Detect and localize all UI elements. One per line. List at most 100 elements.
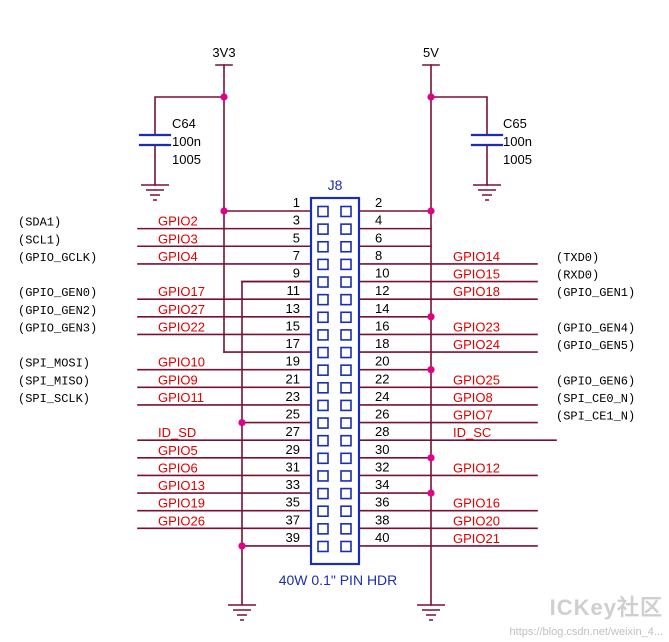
junction-ground-right (427, 366, 435, 374)
pin-number-left: 35 (286, 495, 300, 510)
ground-right-icon (417, 604, 445, 621)
pin-number-right: 38 (375, 512, 389, 527)
junction-ground-left (238, 542, 246, 550)
header-pin-pad (340, 452, 352, 465)
cap-c64-wire-top (154, 96, 224, 135)
junction-3v3-cap (220, 93, 228, 101)
pin-number-right: 6 (375, 230, 382, 245)
pin-number-left: 25 (286, 407, 300, 422)
pin-number-left: 21 (286, 371, 300, 386)
pin-number-right: 20 (375, 354, 389, 369)
junction-3v3-pin1 (220, 207, 228, 215)
pin-number-left: 5 (293, 230, 300, 245)
header-pin-pad (317, 205, 329, 218)
header-pin-pad (340, 417, 352, 429)
header-pin-pad (317, 540, 329, 553)
cap-c64-value: 100n (172, 134, 201, 149)
net-label-left: GPIO27 (158, 302, 205, 317)
net-label-left: GPIO4 (158, 249, 198, 264)
pin-number-left: 13 (286, 301, 300, 316)
alt-function-right: (SPI_CE0_N) (556, 392, 635, 406)
net-label-right: GPIO12 (453, 460, 500, 475)
alt-function-left: (GPIO_GEN3) (18, 321, 97, 335)
net-label-left: GPIO13 (158, 478, 205, 493)
cap-c64-package: 1005 (172, 152, 201, 167)
pin-number-right: 12 (375, 283, 389, 298)
header-pin-pad (317, 487, 329, 500)
net-label-left: GPIO19 (158, 496, 205, 511)
rail-5v-label: 5V (423, 45, 439, 60)
net-label-right: GPIO8 (453, 390, 493, 405)
header-pin-pad (317, 523, 329, 535)
pin-number-left: 7 (293, 248, 300, 263)
header-pin-pad (340, 205, 352, 218)
cap-c64-ref: C64 (172, 116, 196, 131)
header-pin-pad (340, 399, 352, 412)
net-label-right: GPIO23 (453, 319, 500, 334)
pin-number-left: 33 (286, 477, 300, 492)
pin-number-right: 14 (375, 301, 389, 316)
pin-number-right: 34 (375, 477, 389, 492)
components-layer (138, 93, 504, 621)
header-pin-pad (317, 417, 329, 429)
header-pin-pad (340, 540, 352, 553)
header-pin-pad (340, 505, 352, 518)
alt-function-left: (GPIO_GCLK) (18, 251, 97, 265)
cap-c65-wire-top (431, 96, 488, 135)
header-pin-pad (317, 276, 329, 288)
pin-number-right: 22 (375, 371, 389, 386)
alt-function-right: (GPIO_GEN6) (556, 374, 635, 388)
pin-number-right: 40 (375, 530, 389, 545)
pin-number-left: 9 (293, 266, 300, 281)
junction-ground-right (427, 454, 435, 462)
pin-number-right: 10 (375, 266, 389, 281)
pin-number-left: 29 (286, 442, 300, 457)
pin-number-left: 11 (287, 283, 301, 298)
header-pin-pad (340, 276, 352, 288)
pin-number-right: 26 (375, 407, 389, 422)
rail-3v3-label: 3V3 (212, 45, 235, 60)
net-label-right: GPIO14 (453, 249, 500, 264)
net-label-right: GPIO21 (453, 531, 500, 546)
pin-number-left: 15 (286, 318, 300, 333)
header-pin-pad (317, 399, 329, 412)
header-pin-pad (340, 523, 352, 535)
junction-ground-left (238, 418, 246, 427)
header-pin-pad (340, 311, 352, 324)
header-pin-pad (317, 505, 329, 518)
cap-c65-package: 1005 (503, 152, 532, 167)
junction-5v-cap (427, 93, 435, 101)
net-label-right: GPIO16 (453, 496, 500, 511)
header-pin-pad (317, 346, 329, 359)
net-label-left: GPIO5 (158, 443, 198, 458)
pin-number-left: 23 (286, 389, 300, 404)
pin-number-right: 36 (375, 495, 389, 510)
net-label-left: GPIO3 (158, 231, 198, 246)
wires-layer (137, 64, 557, 606)
alt-function-right: (SPI_CE1_N) (556, 410, 635, 424)
header-pin-pad (340, 470, 352, 482)
watermark-brand: ICKey社区 (549, 595, 663, 620)
net-label-right: ID_SC (453, 425, 491, 440)
header-pin-pad (317, 293, 329, 306)
header-pin-pad (340, 293, 352, 306)
pin-number-right: 2 (375, 195, 382, 210)
header-pin-pad (317, 452, 329, 465)
alt-function-left: (GPIO_GEN0) (18, 286, 97, 300)
alt-function-right: (TXD0) (556, 251, 599, 265)
header-pin-pad (317, 381, 329, 394)
header-pin-pad (340, 434, 352, 447)
net-label-right: GPIO25 (453, 372, 500, 387)
header-body (309, 196, 361, 566)
net-label-right: GPIO18 (453, 284, 500, 299)
net-label-right: GPIO20 (453, 513, 500, 528)
pin-number-left: 19 (286, 354, 300, 369)
header-caption: 40W 0.1" PIN HDR (279, 572, 398, 588)
pin-number-left: 17 (286, 336, 300, 351)
header-pin-pad (340, 346, 352, 359)
header-pin-pad (340, 258, 352, 271)
header-pin-pad (340, 487, 352, 500)
alt-function-left: (SDA1) (18, 216, 61, 230)
